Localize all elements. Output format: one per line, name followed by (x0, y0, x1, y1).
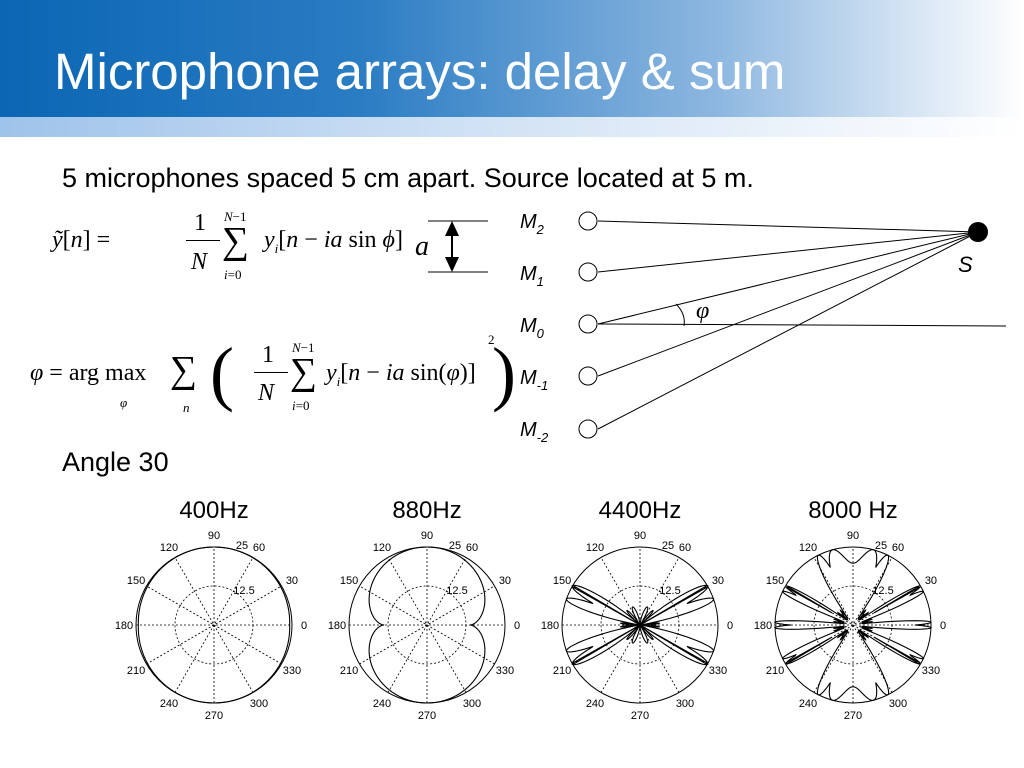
array-axis-line (597, 323, 1007, 327)
slide-title: Microphone arrays: delay & sum (54, 43, 786, 100)
chart-1-angle-tick: 330 (283, 665, 301, 677)
mic-label-m1: M1 (520, 263, 544, 289)
chart-4-angle-tick: 240 (799, 698, 817, 710)
chart-1-angle-tick: 180 (115, 620, 133, 632)
chart-2-radial-tick: 12.5 (446, 585, 467, 597)
mic-m-2-circle (578, 419, 598, 439)
chart-4-angle-tick: 330 (922, 665, 940, 677)
chart-3-angle-tick: 270 (631, 710, 649, 720)
chart-1-angle-tick: 150 (127, 575, 145, 587)
mic-m0-circle (578, 314, 598, 334)
chart-4-radial-tick: 12.5 (872, 585, 893, 597)
mic-m2-circle (578, 211, 598, 231)
source-dot (968, 222, 988, 242)
chart-4-angle-tick: 60 (892, 542, 904, 554)
source-label: S (958, 252, 973, 277)
chart-3-angle-tick: 240 (586, 698, 604, 710)
chart-4-angle-tick: 300 (889, 698, 907, 710)
chart-3-angle-tick: 0 (727, 620, 733, 632)
chart-3-angle-tick: 90 (634, 530, 646, 542)
chart-2-angle-tick: 90 (421, 530, 433, 542)
spacing-symbol: a (415, 231, 429, 262)
chart-1-response-curve (137, 546, 291, 704)
chart-4-title: 8000 Hz (808, 497, 897, 524)
chart-3-angle-tick: 210 (553, 665, 571, 677)
ray-m-2 (597, 231, 979, 430)
title-stripe (0, 117, 1024, 137)
angle-symbol: φ (696, 298, 709, 324)
chart-1-angle-tick: 0 (301, 620, 307, 632)
ray-m2 (597, 220, 979, 233)
ray-m0 (597, 231, 979, 325)
chart-1-angle-tick: 240 (160, 698, 178, 710)
chart-3-radial-tick: 12.5 (659, 585, 680, 597)
subtitle-text: 5 microphones spaced 5 cm apart. Source … (62, 163, 754, 193)
chart-1-grid-spoke (146, 585, 282, 665)
chart-2-grid-spoke (359, 585, 495, 665)
spacing-arrow-up-head (445, 221, 459, 236)
ray-m1 (597, 231, 979, 273)
chart-1-radial-tick: 12.5 (233, 585, 254, 597)
chart-4-angle-tick: 210 (766, 665, 784, 677)
chart-1-angle-tick: 30 (286, 575, 298, 587)
mic-label-m2: M2 (520, 211, 545, 237)
chart-2-angle-tick: 330 (496, 665, 514, 677)
chart-3-angle-tick: 30 (712, 575, 724, 587)
chart-4-angle-tick: 120 (799, 542, 817, 554)
chart-3-title: 4400Hz (599, 497, 682, 524)
title-bar (0, 0, 1024, 117)
chart-1-angle-tick: 210 (127, 665, 145, 677)
chart-2-title: 880Hz (392, 497, 461, 524)
chart-4-angle-tick: 0 (940, 620, 946, 632)
mic-label-m-2: M-2 (520, 419, 549, 445)
chart-3-angle-tick: 150 (553, 575, 571, 587)
chart-2-angle-tick: 150 (340, 575, 358, 587)
chart-2-angle-tick: 60 (466, 542, 478, 554)
delay-sum-equation: ỹ[n] = 1 N N−1 ∑ i=0 yi[n − ia sin ϕ] (52, 209, 403, 282)
chart-2-angle-tick: 30 (499, 575, 511, 587)
mic-array-diagram: a φ M2 M1 M0 M-1 M-2 S (415, 211, 1007, 445)
chart-4-radial-tick: 25 (875, 540, 887, 552)
spacing-arrow-down-head (445, 257, 459, 272)
ray-m-1 (597, 231, 979, 377)
chart-1-angle-tick: 270 (205, 710, 223, 720)
chart-3-radial-tick: 25 (662, 540, 674, 552)
chart-1-angle-tick: 300 (250, 698, 268, 710)
chart-1-angle-tick: 60 (253, 542, 265, 554)
chart-3-angle-tick: 330 (709, 665, 727, 677)
chart-1-title: 400Hz (179, 497, 248, 524)
chart-2-angle-tick: 270 (418, 710, 436, 720)
angle-estimate-equation: φ = arg max φ ∑ n ( 1 N N−1 ∑ i=0 yi[n −… (30, 332, 516, 415)
mic-m1-circle (578, 262, 598, 282)
mic-label-m-1: M-1 (520, 367, 548, 393)
chart-2-angle-tick: 210 (340, 665, 358, 677)
polar-plots: 400Hz030609012015018021024027030033012.5… (115, 497, 946, 720)
chart-4-response-curve (774, 549, 932, 701)
chart-2-angle-tick: 300 (463, 698, 481, 710)
chart-3-angle-tick: 120 (586, 542, 604, 554)
chart-3-angle-tick: 60 (679, 542, 691, 554)
chart-2-angle-tick: 180 (328, 620, 346, 632)
angle-arc (675, 303, 685, 327)
chart-3-angle-tick: 300 (676, 698, 694, 710)
chart-2-radial-tick: 25 (449, 540, 461, 552)
chart-2-angle-tick: 120 (373, 542, 391, 554)
chart-2-angle-tick: 240 (373, 698, 391, 710)
angle-label: Angle 30 (62, 447, 169, 477)
chart-1-angle-tick: 90 (208, 530, 220, 542)
chart-4-angle-tick: 90 (847, 530, 859, 542)
chart-2-response-curve (368, 546, 486, 704)
chart-4-angle-tick: 30 (925, 575, 937, 587)
chart-3-angle-tick: 180 (541, 620, 559, 632)
chart-1-radial-tick: 25 (236, 540, 248, 552)
chart-4-angle-tick: 270 (844, 710, 862, 720)
chart-4-angle-tick: 180 (754, 620, 772, 632)
chart-1-angle-tick: 120 (160, 542, 178, 554)
mic-m-1-circle (578, 366, 598, 386)
chart-2-angle-tick: 0 (514, 620, 520, 632)
mic-label-m0: M0 (520, 315, 545, 341)
chart-4-angle-tick: 150 (766, 575, 784, 587)
chart-3-response-curve (565, 584, 715, 666)
